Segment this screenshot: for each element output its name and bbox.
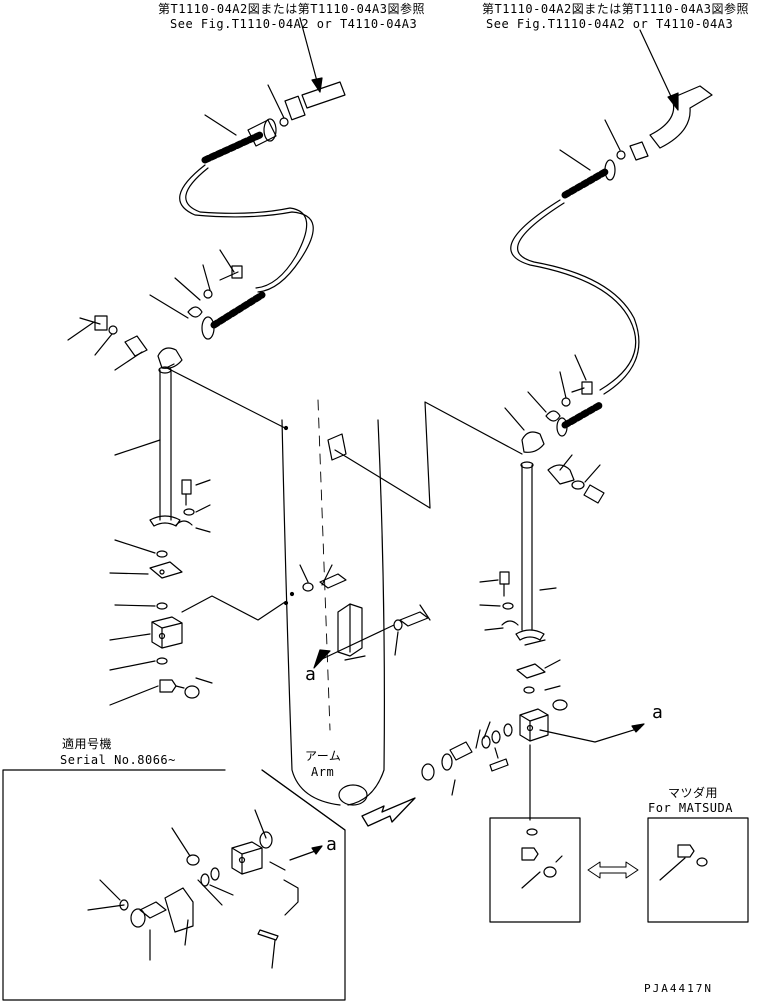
arm-center-parts [299,401,523,827]
connector-mark-arm: a [305,664,317,685]
serial-box [2,769,346,1001]
matsuda-box-en: For MATSUDA [648,801,733,815]
left-hose-assembly [67,17,346,533]
drawing-number: PJA4417N [644,982,713,995]
arm-outline [281,399,385,806]
ref-left-jp: 第T1110-04A2図または第T1110-04A3図参照 [158,2,425,16]
ref-right-en: See Fig.T1110-04A2 or T4110-04A3 [486,17,734,31]
ref-right-jp: 第T1110-04A2図または第T1110-04A3図参照 [482,2,749,16]
arm-label-jp: アーム [305,749,342,763]
ref-left-en: See Fig.T1110-04A2 or T4110-04A3 [170,17,418,31]
serial-box-jp: 適用号機 [62,737,113,751]
serial-box-en: Serial No.8066~ [60,753,176,767]
comparison-boxes [489,817,749,923]
matsuda-box-jp: マツダ用 [668,786,719,800]
connector-mark-right: a [652,702,664,723]
left-lower-parts [109,539,295,706]
arm-label-en: Arm [311,765,335,779]
right-hose-assembly [421,29,713,821]
connector-mark-serial: a [326,834,338,855]
